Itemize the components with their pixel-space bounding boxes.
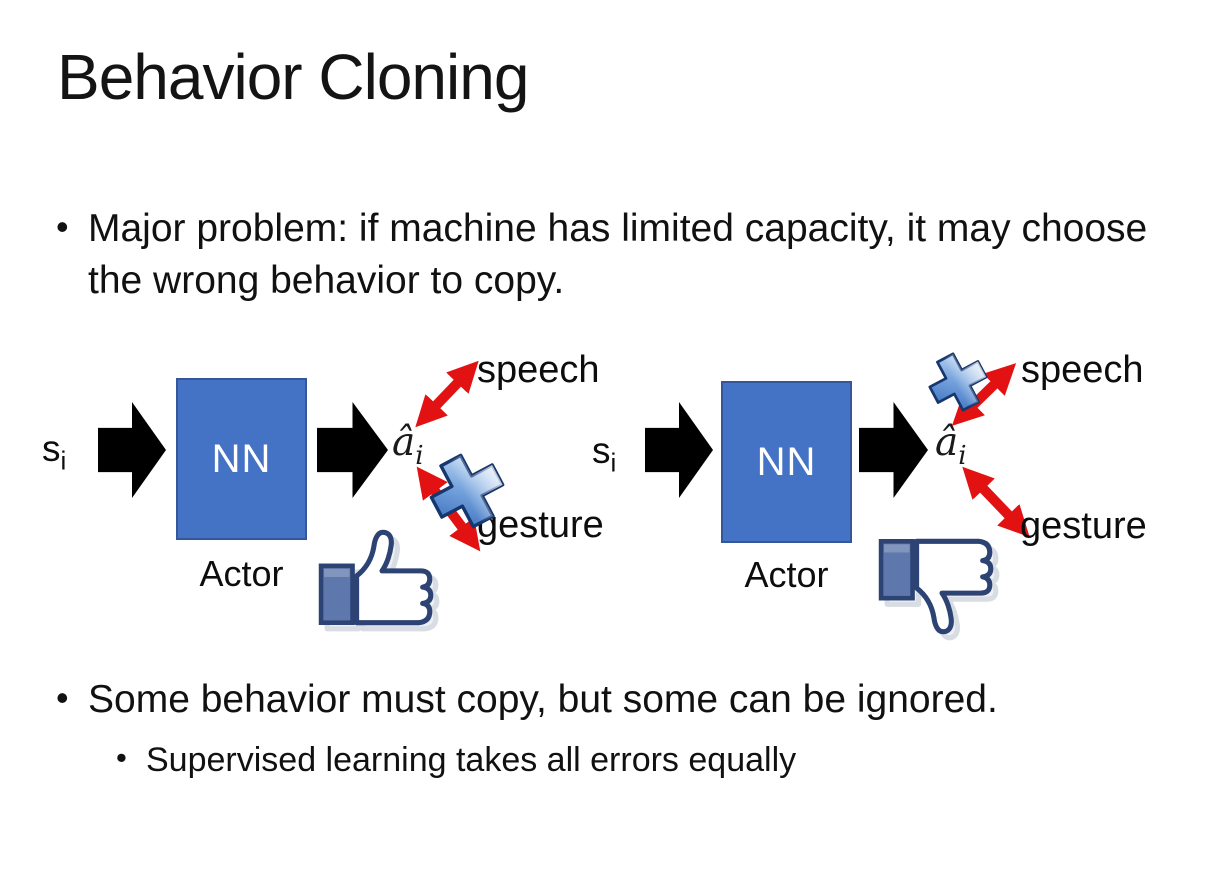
left-cross-out-icon	[429, 453, 505, 529]
left-speech-double-arrow-icon	[415, 360, 479, 428]
left-input-state-label: si	[42, 428, 67, 476]
left-nn-box: NN	[176, 378, 307, 540]
right-output-action-label: âi	[935, 420, 967, 471]
left-output-action-label: âi	[392, 420, 424, 471]
bullet-supervised-learning: • Supervised learning takes all errors e…	[116, 738, 1156, 782]
bullet-text: Supervised learning takes all errors equ…	[146, 741, 797, 779]
bullet-marker: •	[56, 206, 69, 247]
left-speech-label: speech	[477, 349, 600, 391]
bullet-major-problem: • Major problem: if machine has limited …	[56, 203, 1148, 307]
left-input-arrow-icon	[98, 402, 166, 498]
right-cross-out-icon	[928, 352, 988, 412]
thumbs-down-icon	[878, 538, 1000, 641]
right-gesture-double-arrow-icon	[962, 466, 1030, 538]
right-input-arrow-icon	[645, 402, 713, 498]
right-speech-double-arrow-icon	[951, 363, 1017, 426]
right-input-state-label: si	[592, 430, 617, 478]
page-title: Behavior Cloning	[57, 41, 529, 113]
right-output-arrow-icon	[859, 402, 928, 498]
left-gesture-label: gesture	[477, 504, 604, 546]
bullet-marker: •	[56, 677, 69, 718]
left-actor-caption: Actor	[199, 553, 284, 594]
bullet-text: Major problem: if machine has limited ca…	[88, 207, 1148, 302]
left-output-arrow-icon	[317, 402, 388, 498]
left-nn-label: NN	[211, 436, 272, 481]
right-nn-label: NN	[756, 439, 817, 484]
bullet-marker: •	[116, 740, 127, 775]
right-actor-caption: Actor	[744, 554, 829, 595]
right-speech-label: speech	[1021, 349, 1144, 391]
bullet-text: Some behavior must copy, but some can be…	[88, 678, 998, 721]
thumbs-up-icon	[318, 529, 440, 632]
bullet-some-behavior: • Some behavior must copy, but some can …	[56, 674, 1176, 726]
right-gesture-label: gesture	[1020, 505, 1147, 547]
right-nn-box: NN	[721, 381, 852, 543]
